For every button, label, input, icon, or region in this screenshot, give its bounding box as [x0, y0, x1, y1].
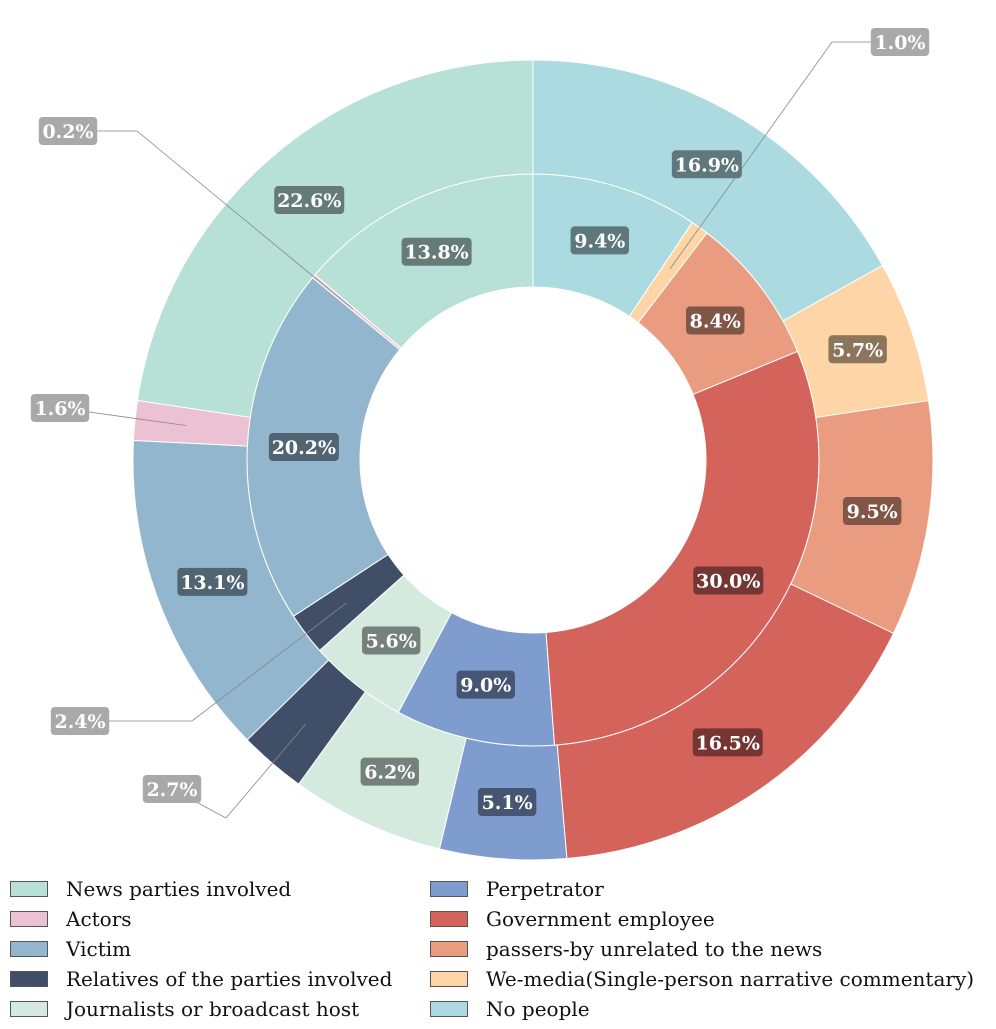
legend-label: We-media(Single-person narrative comment… [486, 967, 975, 991]
legend-swatch [10, 911, 48, 927]
outer-label-2: 13.1% [177, 567, 248, 596]
legend-item-perpetrator: Perpetrator [430, 874, 974, 904]
data-label: 2.7% [146, 779, 197, 801]
data-label: 1.0% [874, 32, 925, 54]
nested-donut-chart: 13.8% 0.2% 20.2% 2.4% 5.6% 9.0% 30.0% 8.4% 1.0% 9… [30, 28, 934, 861]
outer-label-7: 9.5% [842, 497, 902, 526]
legend-column-left: News parties involved Actors Victim Rela… [10, 874, 392, 1024]
legend-label: News parties involved [66, 877, 292, 901]
outer-wedge-9 [532, 59, 884, 322]
inner-label-0: 13.8% [401, 237, 472, 266]
inner-leader-line-3 [80, 602, 347, 722]
data-label: 6.2% [364, 762, 415, 784]
legend-column-right: Perpetrator Government employee passers-… [430, 874, 974, 1024]
outer-wedge-0 [136, 59, 534, 419]
outer-label-5: 5.1% [477, 788, 537, 817]
data-label: 16.5% [696, 732, 760, 754]
data-label: 5.1% [482, 792, 533, 814]
data-label: 16.9% [675, 154, 739, 176]
legend-swatch [430, 971, 468, 987]
legend-swatch [10, 1001, 48, 1017]
outer-label-8: 5.7% [828, 335, 887, 364]
legend-item-journalists: Journalists or broadcast host [10, 994, 392, 1024]
legend-swatch [10, 881, 48, 897]
legend-label: Journalists or broadcast host [66, 997, 360, 1021]
legend-label: Actors [66, 907, 132, 931]
legend-item-news-parties: News parties involved [10, 874, 392, 904]
inner-label-1: 0.2% [38, 117, 98, 145]
inner-label-4: 5.6% [362, 626, 421, 655]
legend-item-no-people: No people [430, 994, 974, 1024]
data-label: 22.6% [277, 190, 341, 212]
legend-swatch [10, 971, 48, 987]
legend-swatch [430, 881, 468, 897]
legend-item-relatives: Relatives of the parties involved [10, 964, 392, 994]
legend-item-government: Government employee [430, 904, 974, 934]
data-label: 9.4% [574, 230, 625, 252]
legend-item-victim: Victim [10, 934, 392, 964]
legend-swatch [10, 941, 48, 957]
inner-label-8: 1.0% [870, 28, 930, 56]
outer-label-0: 22.6% [274, 186, 345, 215]
data-label: 30.0% [696, 571, 760, 593]
legend-label: Government employee [486, 907, 715, 931]
legend-label: Victim [66, 937, 132, 961]
data-label: 8.4% [690, 310, 741, 332]
legend-item-we-media: We-media(Single-person narrative comment… [430, 964, 974, 994]
data-label: 1.6% [34, 398, 85, 420]
inner-label-5: 9.0% [456, 670, 515, 699]
legend-item-actors: Actors [10, 904, 392, 934]
data-label: 2.4% [54, 711, 105, 733]
wedges-layer [132, 59, 934, 861]
legend-item-passers-by: passers-by unrelated to the news [430, 934, 974, 964]
inner-label-2: 20.2% [268, 433, 339, 462]
labels-layer: 13.8% 0.2% 20.2% 2.4% 5.6% 9.0% 30.0% 8.4% 1.0% 9… [30, 28, 930, 819]
data-label: 5.7% [832, 339, 883, 361]
legend-swatch [430, 1001, 468, 1017]
data-label: 0.2% [42, 121, 93, 143]
data-label: 20.2% [272, 437, 336, 459]
inner-label-6: 30.0% [693, 566, 764, 595]
outer-label-3: 2.7% [142, 775, 202, 803]
data-label: 9.0% [460, 675, 511, 697]
outer-label-9: 16.9% [671, 150, 742, 179]
legend: News parties involved Actors Victim Rela… [10, 874, 996, 1024]
inner-label-7: 8.4% [686, 306, 745, 335]
inner-label-9: 9.4% [570, 226, 629, 255]
legend-label: No people [486, 997, 590, 1021]
data-label: 9.5% [847, 501, 898, 523]
outer-label-1: 1.6% [30, 394, 90, 422]
legend-label: passers-by unrelated to the news [486, 937, 823, 961]
outer-label-4: 6.2% [360, 757, 419, 786]
legend-swatch [430, 941, 468, 957]
legend-label: Relatives of the parties involved [66, 967, 393, 991]
outer-label-6: 16.5% [692, 728, 763, 757]
legend-label: Perpetrator [486, 877, 604, 901]
inner-label-3: 2.4% [50, 707, 110, 735]
legend-swatch [430, 911, 468, 927]
data-label: 13.1% [180, 572, 244, 594]
data-label: 5.6% [366, 630, 417, 652]
data-label: 13.8% [404, 242, 468, 264]
